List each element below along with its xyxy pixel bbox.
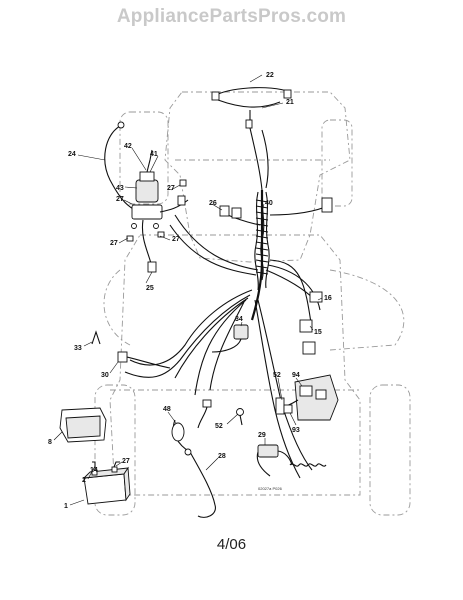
ignition-assembly (131, 149, 189, 273)
page-label: 4/06 (216, 536, 247, 553)
callout-25: 25 (146, 285, 154, 292)
callout-52-a: 52 (273, 372, 281, 379)
connector-30 (117, 351, 171, 369)
callout-26: 26 (209, 200, 217, 207)
callout-16: 16 (324, 295, 332, 302)
clips (126, 179, 187, 242)
watermark: AppliancePartsPros.com (116, 6, 347, 27)
tractor-outline (103, 91, 405, 496)
callout-15: 15 (314, 329, 322, 336)
switches-right (299, 291, 323, 355)
callout-94: 94 (292, 372, 300, 379)
callouts: 22 21 24 42 41 43 27 27 27 27 25 26 40 1… (48, 72, 332, 510)
callout-24: 24 (68, 151, 76, 158)
callout-27-c: 27 (110, 240, 118, 247)
callout-27-b: 27 (167, 185, 175, 192)
callout-8: 8 (48, 439, 52, 446)
drawing-code: 02027a P026 (258, 486, 283, 491)
callout-2: 2 (82, 477, 86, 484)
wire-28 (184, 448, 216, 518)
connectors-mid (177, 195, 333, 219)
callout-27-e: 27 (122, 458, 130, 465)
seat-switch-29 (256, 444, 293, 477)
callout-29: 29 (258, 432, 266, 439)
callout-93: 93 (292, 427, 300, 434)
module-94 (275, 374, 339, 421)
headlight-harness (211, 87, 292, 129)
callout-41: 41 (150, 151, 158, 158)
battery-1 (82, 461, 131, 505)
callout-33: 33 (74, 345, 82, 352)
callout-40: 40 (265, 200, 273, 207)
callout-30: 30 (101, 372, 109, 379)
callout-21: 21 (286, 99, 294, 106)
wheels (94, 111, 411, 516)
callout-1: 1 (64, 503, 68, 510)
callout-52-b: 52 (215, 423, 223, 430)
main-harness (124, 127, 331, 479)
parts-48-52 (171, 399, 244, 453)
callout-27-d: 27 (172, 236, 180, 243)
callout-34: 34 (235, 316, 243, 323)
callout-43: 43 (116, 185, 124, 192)
callout-28: 28 (218, 453, 226, 460)
callout-48: 48 (163, 406, 171, 413)
battery-tray-8 (59, 407, 107, 443)
callout-22: 22 (266, 72, 274, 79)
callout-42: 42 (124, 143, 132, 150)
part-33 (91, 330, 101, 345)
wire-24 (104, 121, 136, 211)
leader-lines (53, 74, 323, 506)
callout-14: 14 (90, 467, 98, 474)
callout-27-a: 27 (116, 196, 124, 203)
